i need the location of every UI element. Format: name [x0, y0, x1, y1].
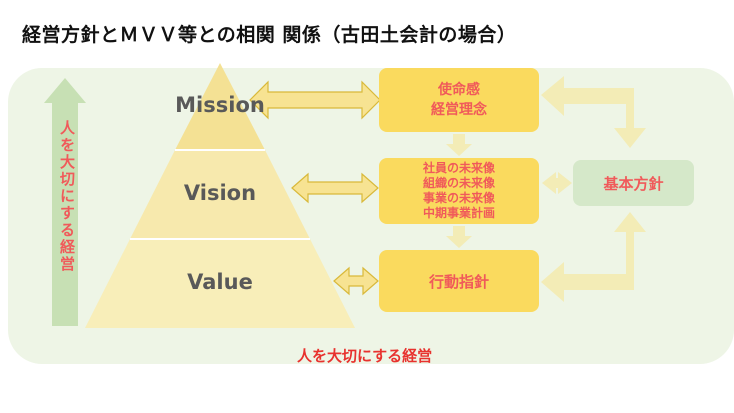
pyramid-label-vision: Vision: [183, 181, 257, 205]
up-arrow: [44, 78, 86, 326]
down-arrow-1: [446, 134, 472, 156]
side-vertical-label: 人を大切にする経営: [58, 120, 76, 273]
vision-box-line: 社員の未来像: [422, 161, 495, 175]
down-arrow-2: [446, 226, 472, 248]
vision-box-line: 組織の未来像: [422, 176, 495, 190]
pyramid-mission-tier: [175, 63, 265, 150]
pyramid-vision-tier: [130, 150, 310, 239]
double-arrow-vision: [291, 172, 379, 204]
vision-box-line: 中期事業計画: [422, 206, 495, 220]
bottom-caption: 人を大切にする経営: [297, 347, 433, 365]
vision-box-line: 事業の未来像: [422, 191, 495, 205]
mission-box-line: 経営理念: [431, 102, 487, 118]
connector-value-policy: [541, 212, 646, 302]
double-arrow-value: [333, 266, 379, 296]
value-box-label: 行動指針: [428, 272, 489, 291]
pyramid-label-mission: Mission: [175, 93, 265, 117]
vision-box: 社員の未来像 組織の未来像 事業の未来像 中期事業計画: [379, 158, 539, 224]
policy-box: 基本方針: [573, 160, 694, 206]
pyramid-value-tier: [85, 239, 355, 328]
connector-vision-policy: [542, 172, 572, 194]
page-title: 経営方針とＭＶＶ等との相関 関係（古田土会計の場合）: [22, 24, 517, 46]
policy-box-label: 基本方針: [603, 174, 664, 193]
mission-box-line: 使命感: [438, 82, 480, 98]
pyramid-label-value: Value: [187, 270, 253, 294]
mission-box: 使命感 経営理念: [379, 68, 539, 132]
value-box: 行動指針: [379, 250, 539, 312]
connector-mission-policy: [541, 76, 646, 148]
